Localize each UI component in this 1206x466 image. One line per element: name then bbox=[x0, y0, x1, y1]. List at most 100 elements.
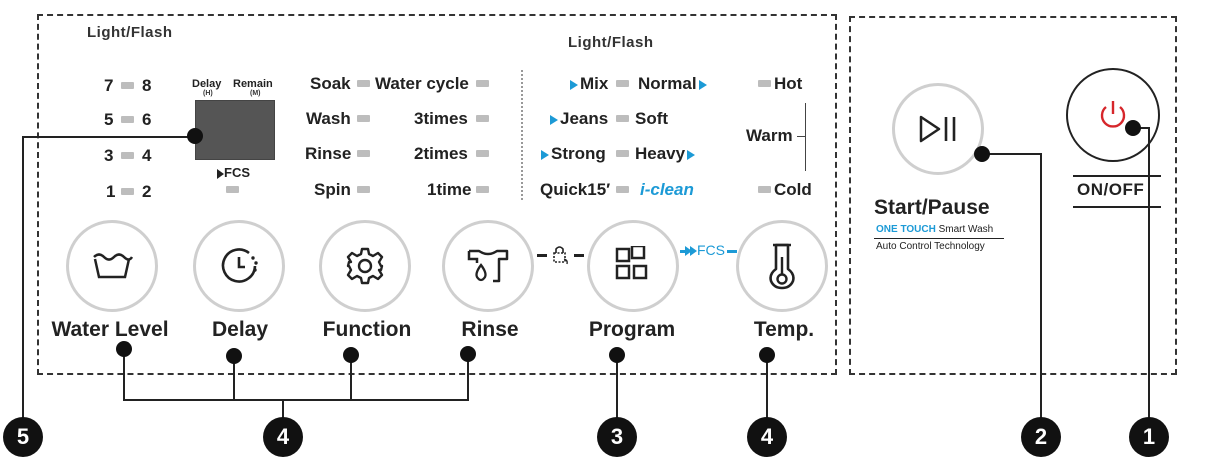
water-level-8: 8 bbox=[142, 76, 152, 95]
temp-warm-bracket bbox=[805, 103, 806, 171]
power-icon bbox=[1100, 101, 1126, 128]
function-spin: Spin bbox=[314, 180, 351, 199]
fcs-arrow-icon bbox=[217, 168, 224, 179]
display-delay-label: Delay bbox=[192, 78, 222, 90]
program-heavy-label: Heavy bbox=[635, 144, 686, 163]
program-i-clean: i-clean bbox=[640, 180, 694, 199]
rinse-button[interactable] bbox=[442, 220, 534, 312]
temp-hot: Hot bbox=[774, 74, 803, 93]
leader-5-horizontal bbox=[23, 136, 195, 138]
on-off-top-rule bbox=[1073, 175, 1161, 177]
program-heavy: Heavy bbox=[635, 144, 697, 164]
callout-5: 5 bbox=[3, 417, 43, 457]
control-panel-power bbox=[849, 16, 1177, 375]
water-level-led-5-6 bbox=[121, 116, 134, 123]
rinse-led-water-cycle bbox=[476, 80, 489, 87]
rinse-label: Rinse bbox=[461, 318, 519, 341]
anchor-dot-rinse bbox=[460, 346, 476, 362]
program-label: Program bbox=[588, 318, 676, 341]
auto-control-label: Auto Control Technology bbox=[876, 241, 985, 252]
child-lock-icon bbox=[553, 246, 568, 265]
program-normal-arrow-icon bbox=[698, 79, 707, 90]
program-quick15: Quick15′ bbox=[540, 180, 611, 199]
program-normal: Normal bbox=[638, 74, 709, 94]
leader-4-temp bbox=[766, 355, 768, 437]
thermometer-icon bbox=[769, 243, 795, 290]
leader-4-delay bbox=[233, 357, 235, 400]
temp-led-hot bbox=[758, 80, 771, 87]
program-led-strong bbox=[616, 150, 629, 157]
fcs-led bbox=[226, 186, 239, 193]
leader-1-horizontal bbox=[1133, 127, 1149, 129]
leader-5-vertical bbox=[22, 136, 24, 436]
delay-label: Delay bbox=[211, 318, 269, 341]
program-heavy-arrow-icon bbox=[687, 149, 696, 160]
temp-cold: Cold bbox=[774, 180, 812, 199]
smart-wash-label: Smart Wash bbox=[938, 224, 994, 235]
leader-4-water bbox=[123, 349, 125, 400]
water-level-3: 3 bbox=[104, 146, 114, 165]
display-remain-unit: (M) bbox=[250, 90, 261, 97]
water-level-led-3-4 bbox=[121, 152, 134, 159]
fcs-link: FCS bbox=[680, 242, 737, 258]
start-pause-button[interactable] bbox=[892, 83, 984, 175]
function-led-wash bbox=[357, 115, 370, 122]
water-level-led-1-2 bbox=[121, 188, 134, 195]
temp-button[interactable] bbox=[736, 220, 828, 312]
rinse-water-cycle: Water cycle bbox=[375, 74, 469, 93]
control-panel-main bbox=[37, 14, 837, 375]
rinse-led-2times bbox=[476, 150, 489, 157]
temp-warm: Warm bbox=[746, 126, 793, 145]
fcs-link-arrow-icon-2 bbox=[690, 246, 697, 257]
water-level-label: Water Level bbox=[51, 318, 169, 341]
program-button[interactable] bbox=[587, 220, 679, 312]
fcs-link-label: FCS bbox=[697, 242, 725, 258]
function-led-soak bbox=[357, 80, 370, 87]
delay-button[interactable] bbox=[193, 220, 285, 312]
leader-4-bracket bbox=[123, 399, 469, 401]
callout-1: 1 bbox=[1129, 417, 1169, 457]
callout-2: 2 bbox=[1021, 417, 1061, 457]
gear-icon bbox=[346, 247, 384, 285]
water-level-led-7-8 bbox=[121, 82, 134, 89]
shirt-drop-icon bbox=[467, 249, 509, 283]
light-flash-label-left: Light/Flash bbox=[87, 24, 173, 41]
program-soft: Soft bbox=[635, 109, 669, 128]
leader-3 bbox=[616, 355, 618, 437]
display-fcs-indicator: FCS bbox=[217, 165, 250, 180]
function-rinse: Rinse bbox=[305, 144, 352, 163]
rinse-led-1time bbox=[476, 186, 489, 193]
anchor-dot-start bbox=[974, 146, 990, 162]
function-label: Function bbox=[322, 318, 412, 341]
basin-icon bbox=[93, 253, 134, 279]
one-touch-tagline: ONE TOUCH Smart Wash bbox=[876, 224, 993, 235]
program-mix: Mix bbox=[568, 74, 608, 94]
function-button[interactable] bbox=[319, 220, 411, 312]
program-mix-arrow-icon bbox=[570, 79, 578, 90]
anchor-dot-function bbox=[343, 347, 359, 363]
water-level-1: 1 bbox=[106, 182, 116, 201]
time-display bbox=[195, 100, 275, 160]
rinse-led-3times bbox=[476, 115, 489, 122]
grid-icon bbox=[615, 246, 648, 280]
water-level-button[interactable] bbox=[66, 220, 158, 312]
program-jeans: Jeans bbox=[548, 109, 608, 129]
child-lock-link-left bbox=[537, 254, 547, 257]
program-strong-arrow-icon bbox=[541, 149, 549, 160]
leader-4-function bbox=[350, 356, 352, 400]
power-button[interactable] bbox=[1066, 68, 1160, 162]
anchor-dot-water bbox=[116, 341, 132, 357]
function-soak: Soak bbox=[310, 74, 351, 93]
on-off-bottom-rule bbox=[1073, 206, 1161, 208]
function-led-spin bbox=[357, 186, 370, 193]
light-flash-label-right: Light/Flash bbox=[568, 34, 654, 51]
fcs-link-line-left bbox=[680, 249, 687, 253]
program-led-mix bbox=[616, 80, 629, 87]
leader-2-horizontal bbox=[981, 153, 1041, 155]
rinse-1time: 1time bbox=[427, 180, 472, 199]
anchor-dot-delay bbox=[226, 348, 242, 364]
water-level-2: 2 bbox=[142, 182, 152, 201]
fcs-link-line-right bbox=[727, 249, 737, 253]
start-pause-title: Start/Pause bbox=[874, 196, 990, 219]
program-jeans-arrow-icon bbox=[550, 114, 558, 125]
